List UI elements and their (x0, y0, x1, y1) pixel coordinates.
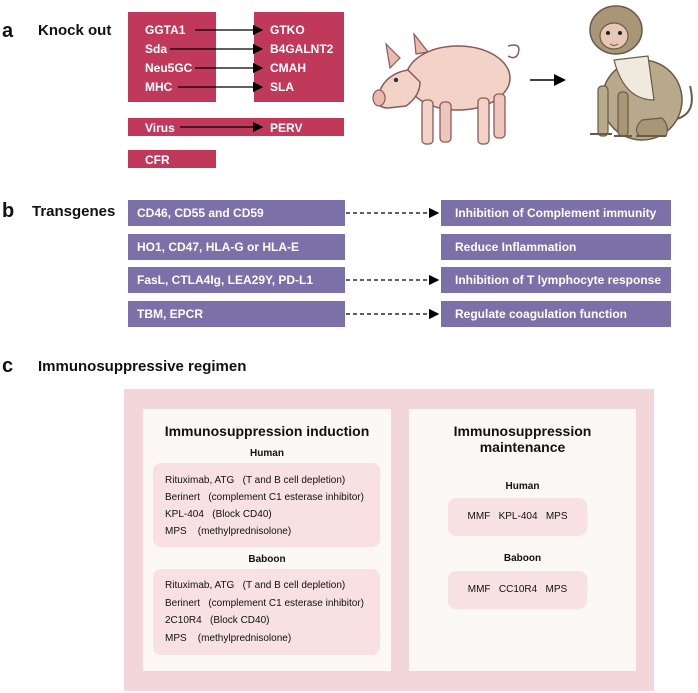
knockout-arrows (170, 24, 264, 133)
drug-line: Rituximab, ATG (T and B cell depletion) (165, 580, 346, 591)
knockout-gene-label: Neu5GC (145, 61, 193, 75)
knockout-gene-label: GGTA1 (145, 23, 186, 37)
transgene-effect-box: Regulate coagulation function (441, 301, 671, 327)
drug-line: Berinert (complement C1 esterase inhibit… (165, 598, 364, 609)
knockout-result-label: B4GALNT2 (270, 42, 334, 56)
panel-c-letter: c (2, 355, 14, 377)
drug-line: MMF CC10R4 MPS (467, 584, 568, 595)
knockout-gene-label: MHC (145, 80, 173, 94)
induction-baboon-box (153, 569, 380, 655)
maintenance-human-box (448, 498, 587, 536)
induction-human-box (153, 463, 380, 547)
drug-line: 2C10R4 (Block CD40) (165, 615, 270, 626)
drug-line: Berinert (complement C1 esterase inhibit… (165, 492, 364, 503)
transgene-effect-box: Inhibition of T lymphocyte response (441, 267, 671, 293)
panel-a-letter: a (2, 20, 14, 42)
cfr-label: CFR (145, 153, 170, 167)
transgene-source-box: CD46, CD55 and CD59 (128, 200, 345, 226)
knockout-gene-label: Sda (145, 42, 168, 56)
knockout-result-label: GTKO (270, 23, 305, 37)
knockout-result-label: SLA (270, 80, 294, 94)
transgene-arrows (346, 207, 440, 320)
virus-label: Virus (145, 121, 175, 135)
knockout-target-box (254, 12, 344, 102)
cfr-box (128, 150, 216, 168)
arrow-right-icon (530, 74, 566, 86)
pig-icon (372, 31, 520, 145)
maintenance-panel (409, 409, 636, 671)
monkey-icon (589, 5, 693, 141)
drug-line: MPS (methylprednisolone) (165, 526, 292, 537)
panel-b-title: Transgenes (32, 203, 116, 220)
drug-line: MMF KPL-404 MPS (467, 511, 568, 522)
transgene-source-box: HO1, CD47, HLA-G or HLA-E (128, 234, 345, 260)
drug-line: Rituximab, ATG (T and B cell depletion) (165, 475, 346, 486)
knockout-result-label: CMAH (270, 61, 306, 75)
panel-c-title: Immunosuppressive regimen (38, 358, 247, 375)
drug-line: KPL-404 (Block CD40) (165, 509, 272, 520)
maintenance-baboon-box (448, 571, 587, 609)
maintenance-baboon-label: Baboon (503, 553, 542, 564)
perv-label: PERV (270, 121, 303, 135)
transgene-effect-box: Inhibition of Complement immunity (441, 200, 671, 226)
maintenance-human-label: Human (505, 481, 540, 492)
induction-human-label: Human (250, 448, 284, 459)
drug-line: MPS (methylprednisolone) (165, 633, 292, 644)
transgene-effect-box: Reduce Inflammation (441, 234, 671, 260)
transgene-source-box: FasL, CTLA4Ig, LEA29Y, PD-L1 (128, 267, 345, 293)
induction-baboon-label: Baboon (248, 554, 286, 565)
maintenance-title: Immunosuppression maintenance (453, 423, 592, 455)
transgene-source-box: TBM, EPCR (128, 301, 345, 327)
panel-b-letter: b (2, 200, 15, 222)
panel-a-title: Knock out (38, 22, 112, 39)
induction-title: Immunosuppression induction (164, 423, 370, 439)
